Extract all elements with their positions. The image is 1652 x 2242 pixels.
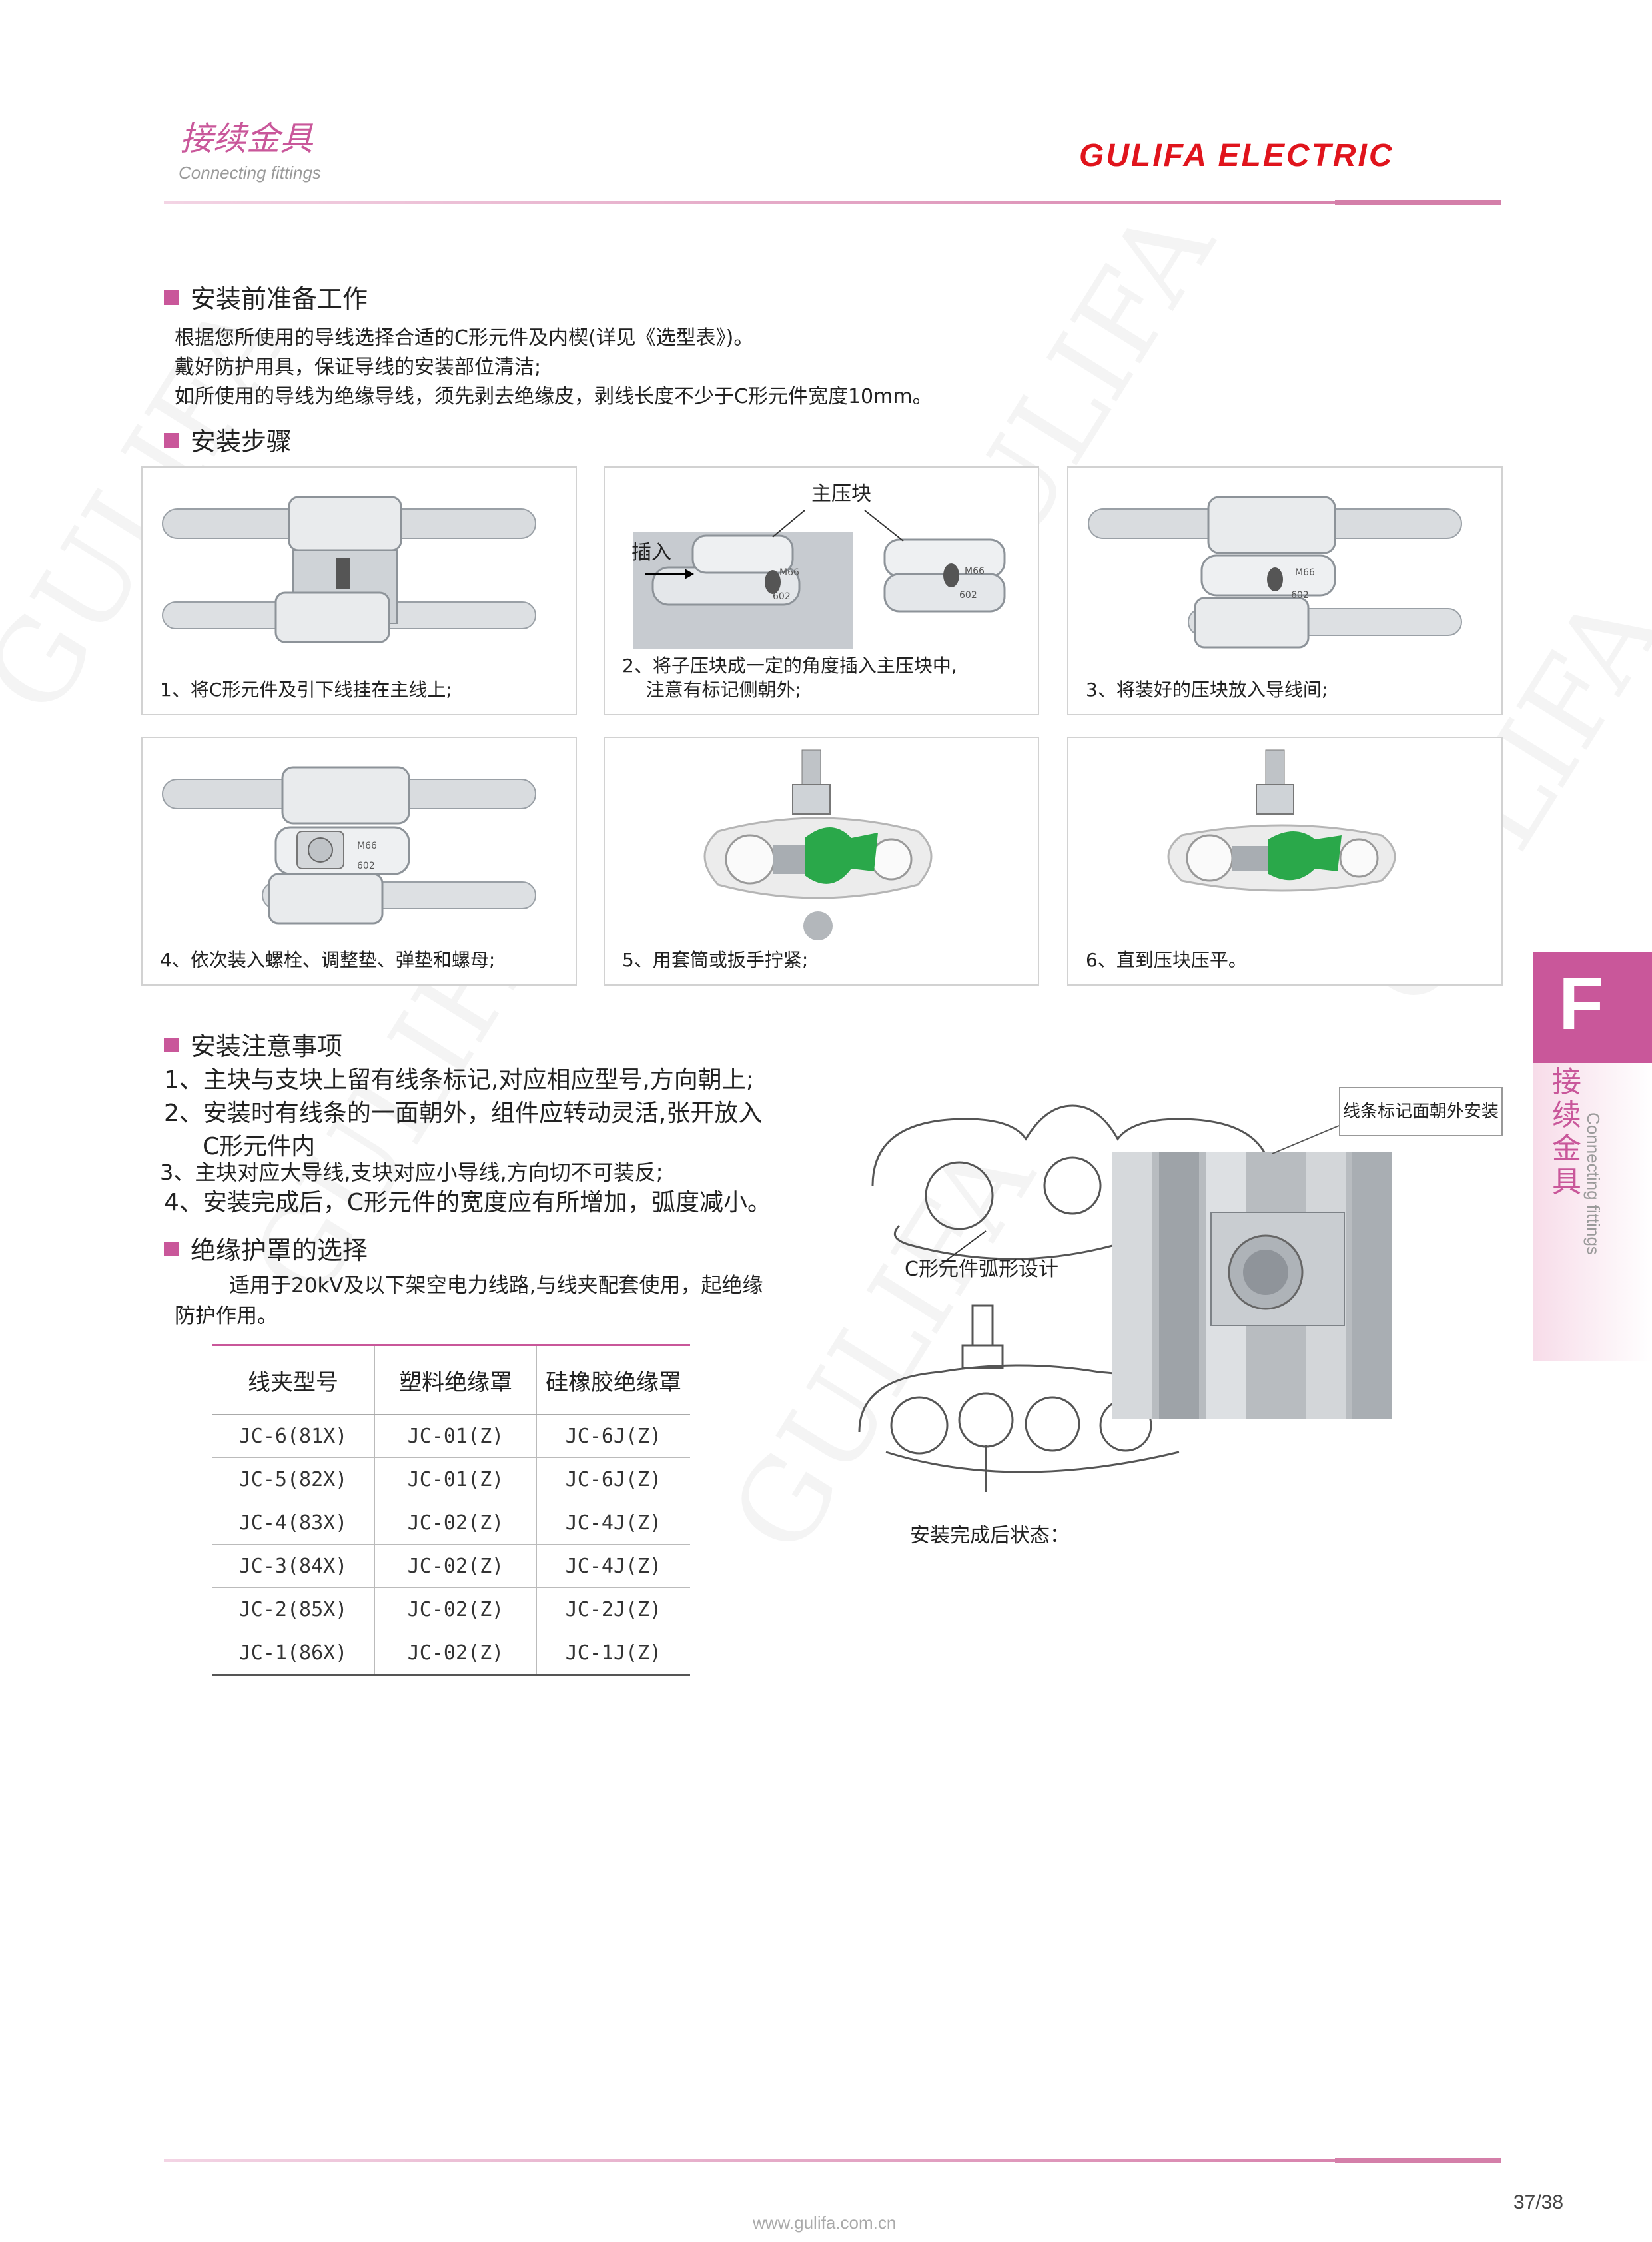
- prep-line: 根据您所使用的导线选择合适的C形元件及内楔(详见《选型表》)。: [175, 326, 754, 350]
- footer-rule-accent: [1335, 2158, 1501, 2163]
- table-cell: JC-5(82X): [212, 1457, 375, 1501]
- part-mark: M66: [1295, 567, 1315, 578]
- footer-rule: [164, 2159, 1335, 2162]
- table-cell: JC-02(Z): [374, 1631, 537, 1676]
- step-box-4: M66 602 4、依次装入螺栓、调整垫、弹垫和螺母;: [141, 737, 577, 986]
- table-cell: JC-01(Z): [374, 1457, 537, 1501]
- brand-logo: GULIFA ELECTRIC: [1079, 138, 1394, 173]
- table-cell: JC-02(Z): [374, 1501, 537, 1545]
- table-header: 线夹型号: [212, 1344, 375, 1415]
- side-tab-char: 具: [1552, 1165, 1581, 1199]
- step-5-illustration: [703, 749, 933, 940]
- table-cell: JC-2(85X): [212, 1587, 375, 1631]
- table-row: JC-2(85X) JC-02(Z) JC-2J(Z): [212, 1587, 690, 1631]
- part-mark: M66: [965, 566, 985, 577]
- cover-text-line: 防护作用。: [175, 1304, 278, 1328]
- heading-bullet-icon: [164, 433, 179, 448]
- table-cell: JC-6(81X): [212, 1414, 375, 1458]
- footer-url: www.gulifa.com.cn: [753, 2213, 897, 2233]
- cover-text-line: 适用于20kV及以下架空电力线路,与线夹配套使用，起绝缘: [229, 1274, 763, 1298]
- table-row: JC-1(86X) JC-02(Z) JC-1J(Z): [212, 1631, 690, 1676]
- step-caption: 5、用套筒或扳手拧紧;: [622, 949, 809, 971]
- table-cell: JC-01(Z): [374, 1414, 537, 1458]
- table-cell: JC-02(Z): [374, 1587, 537, 1631]
- label-main-block: 主压块: [811, 482, 871, 506]
- step-3-illustration: M66 602: [1088, 496, 1462, 649]
- c-element-diagram: [858, 1104, 1392, 1492]
- part-mark: M66: [357, 841, 377, 851]
- product-photo-clamp: [1112, 1152, 1392, 1419]
- step-box-5: 5、用套筒或扳手拧紧;: [604, 737, 1039, 986]
- side-tab-letter: F: [1533, 952, 1652, 1063]
- side-tab-char: 金: [1552, 1132, 1581, 1166]
- table-header: 硅橡胶绝缘罩: [536, 1344, 690, 1415]
- prep-line: 戴好防护用具，保证导线的安装部位清洁;: [175, 356, 542, 379]
- note-item: 4、安装完成后，C形元件的宽度应有所增加，弧度减小。: [164, 1189, 772, 1216]
- step-caption: 3、将装好的压块放入导线间;: [1086, 679, 1328, 701]
- side-tab-title-en: Connecting fittings: [1583, 1112, 1603, 1255]
- table-header: 塑料绝缘罩: [374, 1344, 537, 1415]
- side-tab-panel: [1533, 1063, 1652, 1361]
- note-item: 1、主块与支块上留有线条标记,对应相应型号,方向朝上;: [164, 1066, 754, 1094]
- part-mark: M66: [779, 567, 799, 578]
- table-cell: JC-6J(Z): [536, 1457, 690, 1501]
- table-cell: JC-3(84X): [212, 1544, 375, 1588]
- heading-bullet-icon: [164, 1038, 179, 1052]
- step-caption: 2、将子压块成一定的角度插入主压块中, 注意有标记侧朝外;: [622, 655, 957, 701]
- table-header-row: 线夹型号 塑料绝缘罩 硅橡胶绝缘罩: [212, 1344, 690, 1415]
- side-tab-char: 续: [1552, 1098, 1581, 1132]
- label-insert: 插入: [631, 541, 671, 564]
- heading-bullet-icon: [164, 290, 179, 305]
- step-caption: 4、依次装入螺栓、调整垫、弹垫和螺母;: [160, 949, 496, 971]
- step-1-illustration: [162, 496, 536, 643]
- note-item: 2、安装时有线条的一面朝外，组件应转动灵活,张开放入: [164, 1100, 763, 1127]
- part-mark: 602: [773, 591, 791, 602]
- prep-line: 如所使用的导线为绝缘导线，须先剥去绝缘皮，剥线长度不少于C形元件宽度10mm。: [175, 385, 933, 408]
- section-heading-prep: 安装前准备工作: [164, 278, 368, 315]
- label-installed-state: 安装完成后状态：: [910, 1524, 1070, 1547]
- section-heading-steps: 安装步骤: [164, 421, 292, 458]
- table-cell: JC-1J(Z): [536, 1631, 690, 1676]
- page-number: 37/38: [1513, 2191, 1564, 2213]
- page-title: 接续金具: [180, 119, 313, 158]
- step-box-3: M66 602 3、将装好的压块放入导线间;: [1067, 466, 1503, 715]
- table-cell: JC-4J(Z): [536, 1501, 690, 1545]
- step-2-illustration: M66 602 M66 602: [633, 510, 1006, 649]
- header-rule-accent: [1335, 200, 1501, 205]
- step-caption: 1、将C形元件及引下线挂在主线上;: [160, 679, 452, 701]
- heading-bullet-icon: [164, 1242, 179, 1256]
- table-row: JC-4(83X) JC-02(Z) JC-4J(Z): [212, 1501, 690, 1545]
- table-cell: JC-1(86X): [212, 1631, 375, 1676]
- table-row: JC-3(84X) JC-02(Z) JC-4J(Z): [212, 1544, 690, 1588]
- prep-text: 根据您所使用的导线选择合适的C形元件及内楔(详见《选型表》)。 戴好防护用具，保…: [175, 324, 933, 412]
- callout-label: 线条标记面朝外安装: [1339, 1087, 1503, 1136]
- table-cell: JC-2J(Z): [536, 1587, 690, 1631]
- side-tab-char: 接: [1552, 1065, 1581, 1099]
- step-caption: 6、直到压块压平。: [1086, 949, 1247, 971]
- side-tab-title-cn: 接 续 金 具: [1552, 1066, 1585, 1199]
- step-box-1: 1、将C形元件及引下线挂在主线上;: [141, 466, 577, 715]
- section-heading-notes: 安装注意事项: [164, 1026, 342, 1062]
- step-box-6: 6、直到压块压平。: [1067, 737, 1503, 986]
- step-4-illustration: M66 602: [162, 766, 536, 925]
- table-cell: JC-4(83X): [212, 1501, 375, 1545]
- table-cell: JC-6J(Z): [536, 1414, 690, 1458]
- note-item: 3、主块对应大导线,支块对应小导线,方向切不可装反;: [160, 1160, 663, 1185]
- header-rule: [164, 201, 1335, 204]
- note-item: C形元件内: [203, 1133, 316, 1160]
- table-cell: JC-4J(Z): [536, 1544, 690, 1588]
- page-subtitle: Connecting fittings: [179, 163, 321, 183]
- table-cell: JC-02(Z): [374, 1544, 537, 1588]
- step-box-2: M66 602 M66 602 主压块 插入 2、将子压块成一定的角度插入主压块…: [604, 466, 1039, 715]
- section-heading-cover: 绝缘护罩的选择: [164, 1230, 368, 1266]
- part-mark: 602: [1291, 590, 1309, 601]
- step-6-illustration: [1167, 749, 1396, 892]
- table-row: JC-6(81X) JC-01(Z) JC-6J(Z): [212, 1414, 690, 1458]
- table-row: JC-5(82X) JC-01(Z) JC-6J(Z): [212, 1457, 690, 1501]
- part-mark: 602: [959, 590, 977, 601]
- label-arc-design: C形元件弧形设计: [905, 1258, 1058, 1281]
- part-mark: 602: [357, 861, 375, 871]
- cover-selection-table: 线夹型号 塑料绝缘罩 硅橡胶绝缘罩 JC-6(81X) JC-01(Z) JC-…: [212, 1344, 690, 1676]
